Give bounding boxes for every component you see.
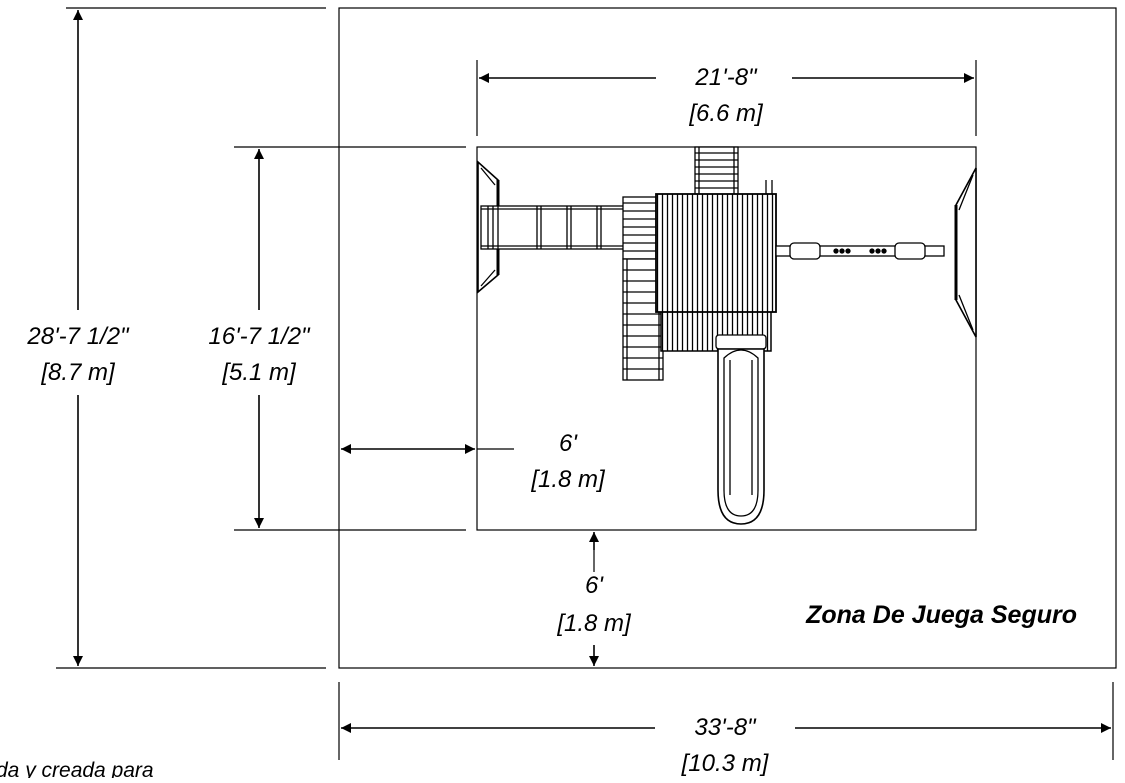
overall-depth-metric: [8.7 m]	[40, 359, 116, 386]
overall-depth-dimension: 28'-7 1/2" [8.7 m]	[26, 7, 326, 669]
footnote-text: da y creada para	[0, 759, 154, 778]
play-depth-dimension: 16'-7 1/2" [5.1 m]	[208, 146, 466, 531]
overall-width-dimension: 33'-8" [10.3 m]	[338, 682, 1114, 777]
overall-depth-imperial: 28'-7 1/2"	[26, 323, 130, 350]
swing-beam	[775, 242, 945, 260]
roof	[655, 193, 777, 313]
play-depth-metric: [5.1 m]	[221, 359, 297, 386]
small-deck	[622, 196, 657, 260]
safety-zone-boundary	[338, 7, 1117, 669]
play-width-metric: [6.6 m]	[688, 100, 764, 127]
overall-width-imperial: 33'-8"	[694, 714, 757, 741]
bottom-clearance-imperial: 6'	[585, 572, 604, 599]
overall-width-metric: [10.3 m]	[681, 750, 770, 777]
monkey-bars	[480, 205, 625, 250]
zone-label: Zona De Juega Seguro	[805, 601, 1077, 629]
play-width-dimension: 21'-8" [6.6 m]	[476, 60, 977, 136]
side-clearance-dimension: 6' [1.8 m]	[341, 430, 606, 493]
slide	[715, 334, 767, 525]
play-width-imperial: 21'-8"	[694, 64, 758, 91]
ladder	[694, 146, 739, 196]
playset-top-view	[477, 146, 977, 525]
bottom-clearance-dimension: 6' [1.8 m]	[556, 532, 632, 666]
right-a-frame	[954, 167, 977, 338]
play-depth-imperial: 16'-7 1/2"	[208, 323, 311, 350]
side-clearance-metric: [1.8 m]	[530, 466, 606, 493]
bottom-clearance-metric: [1.8 m]	[556, 610, 632, 637]
side-clearance-imperial: 6'	[559, 430, 578, 457]
